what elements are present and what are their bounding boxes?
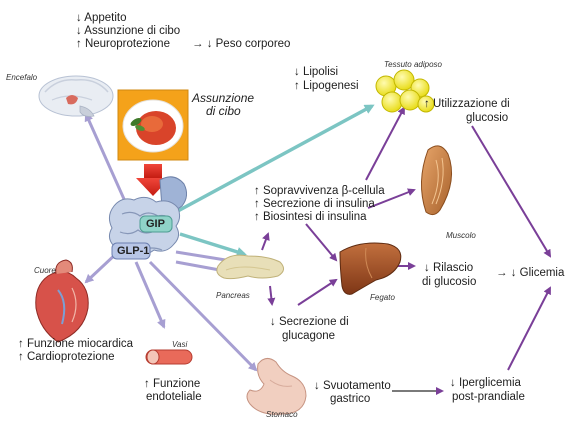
brain-effect-appetite: ↓ Appetito — [76, 12, 127, 25]
adipose-lipogenesis: ↑ Lipogenesi — [294, 80, 359, 93]
insulin-biosynthesis: ↑ Biosintesi di insulina — [254, 211, 367, 224]
body-weight-result: → ↓ Peso corporeo — [192, 38, 290, 51]
stomach-illustration — [247, 358, 306, 414]
liver-illustration — [340, 243, 401, 294]
glucose-release-1: ↓ Rilascio — [424, 262, 473, 275]
brain-label: Encefalo — [6, 73, 37, 82]
arrow-insulin-to-adipose — [366, 108, 404, 180]
glucose-release-2: di glucosio — [422, 276, 476, 289]
food-intake-heading-2: di cibo — [206, 105, 241, 118]
brain-effect-neuroprotection: ↑ Neuroprotezione — [76, 38, 170, 51]
arrow-glucagon-to-liver — [298, 280, 336, 305]
insulin-secretion: ↑ Secrezione di insulina — [254, 198, 375, 211]
glucagon-secretion-1: ↓ Secrezione di — [270, 316, 349, 329]
arrow-utilization-to-glycemia — [472, 126, 550, 256]
gip-label: GIP — [146, 218, 165, 230]
postprandial-hyperglycemia-1: ↓ Iperglicemia — [450, 377, 521, 390]
endothelial-function-1: ↑ Funzione — [144, 378, 200, 391]
glucose-utilization-2: glucosio — [466, 112, 508, 125]
muscle-label: Muscolo — [446, 231, 476, 240]
heart-myocardial-function: ↑ Funzione miocardica — [18, 338, 133, 351]
glucagon-secretion-2: glucagone — [282, 330, 335, 343]
heart-cardioprotection: ↑ Cardioprotezione — [18, 351, 115, 364]
pancreas-label: Pancreas — [216, 291, 250, 300]
glp1-label: GLP-1 — [117, 245, 149, 257]
arrow-insulin-to-liver — [306, 224, 336, 260]
vessel-illustration — [146, 350, 192, 364]
postprandial-hyperglycemia-2: post-prandiale — [452, 391, 525, 404]
endothelial-function-2: endoteliale — [146, 391, 202, 404]
pancreas-illustration — [217, 255, 284, 279]
muscle-illustration — [421, 146, 451, 215]
arrow-hyperglycemia-to-glycemia — [508, 288, 550, 370]
beta-cell-survival: ↑ Sopravvivenza β-cellula — [254, 185, 385, 198]
arrow-gip-to-pancreas — [180, 234, 244, 254]
brain-illustration — [39, 76, 113, 117]
glucose-utilization-1: ↑ Utilizzazione di — [424, 98, 510, 111]
gastric-emptying-1: ↓ Svuotamento — [314, 380, 391, 393]
vessels-label: Vasi — [172, 340, 187, 349]
liver-label: Fegato — [370, 293, 395, 302]
glycemia-result: → ↓ Glicemia — [496, 267, 564, 280]
adipose-label: Tessuto adiposo — [384, 60, 442, 69]
food-photo — [118, 90, 188, 160]
heart-label: Cuore — [34, 266, 56, 275]
brain-effect-food-intake: ↓ Assunzione di cibo — [76, 25, 180, 38]
stomach-label: Stomaco — [266, 410, 298, 419]
adipose-lipolysis: ↓ Lipolisi — [294, 66, 338, 79]
arrow-pancreas-to-beta — [262, 234, 268, 250]
arrow-pancreas-to-glucagon — [270, 286, 272, 304]
gastric-emptying-2: gastrico — [330, 393, 370, 406]
